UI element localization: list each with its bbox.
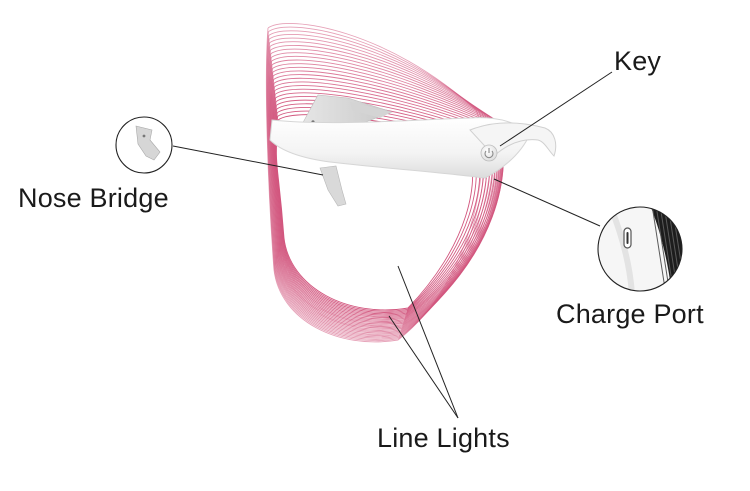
- light-line: [270, 66, 504, 327]
- leader-line-lights-a: [388, 315, 459, 419]
- leader-line-lights-b: [397, 265, 459, 419]
- light-line: [268, 45, 499, 335]
- light-line: [274, 103, 484, 315]
- light-line: [272, 85, 498, 321]
- light-line: [270, 63, 504, 329]
- nose-bridge-closeup: [135, 125, 161, 161]
- leader-charge-port: [493, 178, 601, 227]
- light-line: [269, 55, 503, 331]
- nose-bridge-inset: [115, 116, 173, 174]
- leader-lines: [172, 71, 613, 419]
- nose-bridge-label: Nose Bridge: [18, 183, 169, 213]
- charge-port-inset: [597, 206, 683, 292]
- light-line: [271, 70, 504, 326]
- light-line: [269, 59, 504, 330]
- light-line: [275, 110, 477, 312]
- nose-bridge-piece: [319, 165, 347, 207]
- power-icon: [484, 148, 494, 159]
- inner-support-tab: [350, 102, 392, 118]
- leader-key: [499, 71, 613, 147]
- light-line: [271, 74, 503, 325]
- head-band: [269, 117, 531, 179]
- light-line: [272, 81, 500, 322]
- line-lights-contours: [265, 23, 504, 343]
- light-line: [273, 88, 496, 320]
- light-line: [275, 106, 481, 313]
- light-line: [271, 77, 502, 324]
- charge-port-label: Charge Port: [556, 299, 704, 329]
- leader-nose-bridge: [172, 145, 324, 176]
- line-lights-label: Line Lights: [377, 423, 510, 453]
- key-label: Key: [614, 46, 662, 76]
- light-line: [273, 96, 491, 317]
